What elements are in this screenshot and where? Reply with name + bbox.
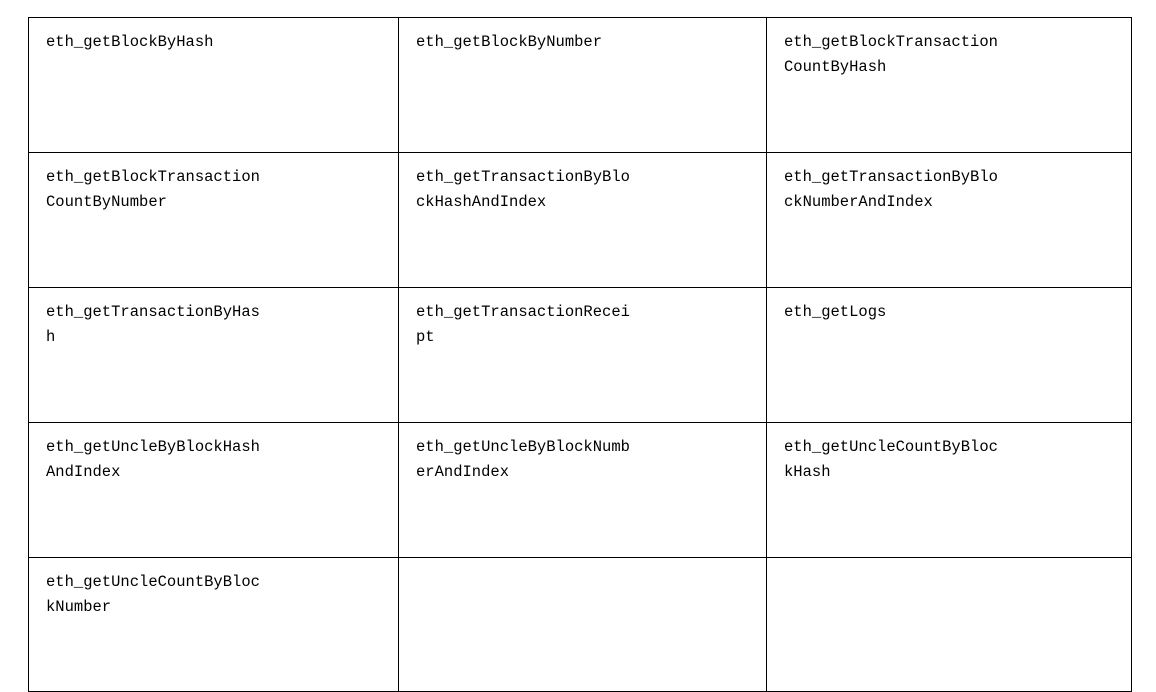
table-row: eth_getUncleByBlockHashAndIndex eth_getU… bbox=[28, 422, 1132, 558]
table-cell-method: eth_getBlockTransactionCountByHash bbox=[766, 17, 1132, 153]
table-cell-method: eth_getTransactionByHash bbox=[28, 287, 399, 423]
table-cell-empty bbox=[766, 557, 1132, 692]
method-name: eth_getUncleByBlockHashAndIndex bbox=[46, 438, 260, 481]
table-cell-method: eth_getUncleCountByBlockHash bbox=[766, 422, 1132, 558]
table-cell-method: eth_getTransactionByBlockHashAndIndex bbox=[398, 152, 767, 288]
method-name: eth_getTransactionByBlockHashAndIndex bbox=[416, 168, 630, 211]
method-name: eth_getLogs bbox=[784, 303, 887, 321]
method-name: eth_getBlockTransactionCountByNumber bbox=[46, 168, 260, 211]
table-cell-method: eth_getLogs bbox=[766, 287, 1132, 423]
table-cell-method: eth_getTransactionReceipt bbox=[398, 287, 767, 423]
table-row: eth_getUncleCountByBlockNumber bbox=[28, 557, 1132, 692]
method-name: eth_getBlockByNumber bbox=[416, 33, 603, 51]
table-cell-method: eth_getBlockByHash bbox=[28, 17, 399, 153]
table-cell-method: eth_getTransactionByBlockNumberAndIndex bbox=[766, 152, 1132, 288]
method-name: eth_getTransactionReceipt bbox=[416, 303, 630, 346]
method-table-container: eth_getBlockByHash eth_getBlockByNumber … bbox=[28, 17, 1132, 692]
table-row: eth_getBlockByHash eth_getBlockByNumber … bbox=[28, 17, 1132, 153]
table-cell-method: eth_getUncleByBlockNumberAndIndex bbox=[398, 422, 767, 558]
method-name: eth_getUncleCountByBlockNumber bbox=[46, 573, 260, 616]
table-row: eth_getTransactionByHash eth_getTransact… bbox=[28, 287, 1132, 423]
method-name: eth_getBlockByHash bbox=[46, 33, 214, 51]
method-name: eth_getTransactionByBlockNumberAndIndex bbox=[784, 168, 998, 211]
method-name: eth_getUncleCountByBlockHash bbox=[784, 438, 998, 481]
table-cell-method: eth_getBlockTransactionCountByNumber bbox=[28, 152, 399, 288]
rpc-method-table: eth_getBlockByHash eth_getBlockByNumber … bbox=[28, 17, 1132, 692]
table-row: eth_getBlockTransactionCountByNumber eth… bbox=[28, 152, 1132, 288]
table-cell-empty bbox=[398, 557, 767, 692]
method-name: eth_getUncleByBlockNumberAndIndex bbox=[416, 438, 630, 481]
method-name: eth_getTransactionByHash bbox=[46, 303, 260, 346]
method-name: eth_getBlockTransactionCountByHash bbox=[784, 33, 998, 76]
table-cell-method: eth_getBlockByNumber bbox=[398, 17, 767, 153]
table-cell-method: eth_getUncleByBlockHashAndIndex bbox=[28, 422, 399, 558]
table-body: eth_getBlockByHash eth_getBlockByNumber … bbox=[28, 17, 1132, 692]
table-cell-method: eth_getUncleCountByBlockNumber bbox=[28, 557, 399, 692]
